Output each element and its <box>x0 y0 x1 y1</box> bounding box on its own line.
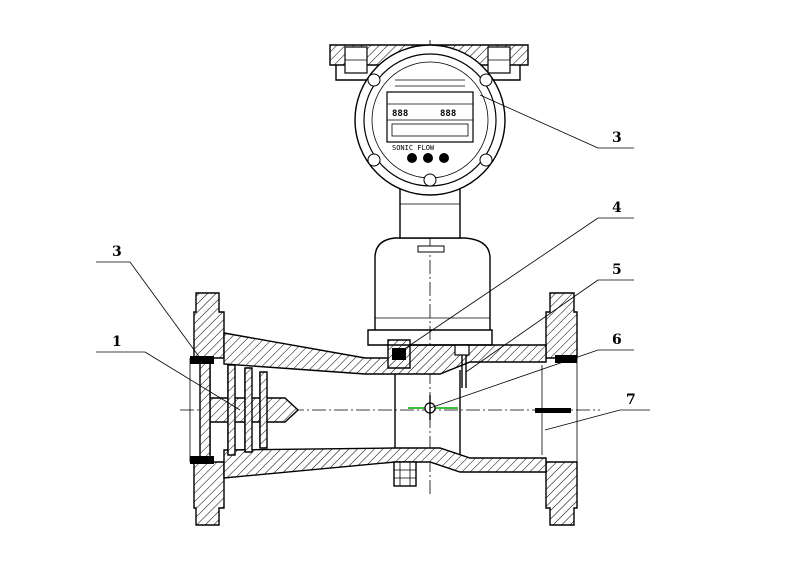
callout-4: 4 <box>612 200 622 216</box>
left-gasket <box>190 356 214 464</box>
sensor-head <box>387 339 411 369</box>
left-flange <box>189 292 225 526</box>
callout-3-left: 3 <box>112 244 122 260</box>
body-upper-wall <box>223 332 547 375</box>
callout-labels: 3 4 5 6 7 3 1 <box>112 130 636 408</box>
callout-1: 1 <box>112 334 122 350</box>
lcd-value-left: 888 <box>392 109 408 119</box>
bore-lines <box>394 361 546 459</box>
transmitter-base <box>367 187 493 346</box>
swirler <box>199 359 300 461</box>
callout-7: 7 <box>626 392 636 408</box>
transmitter-head: 888 888 SONIC FLOW <box>329 44 529 196</box>
leader-lines <box>96 94 650 431</box>
brand-label: SONIC FLOW <box>392 144 435 152</box>
drain-plug <box>393 461 417 487</box>
body-lower-wall <box>223 447 547 479</box>
lcd-tick-row <box>395 79 465 87</box>
callout-6: 6 <box>612 332 622 348</box>
callout-3-right: 3 <box>612 130 622 146</box>
right-gasket <box>535 355 577 413</box>
callout-5: 5 <box>612 262 622 278</box>
sensor-probe <box>408 395 458 420</box>
lcd-value-right: 888 <box>440 109 456 119</box>
